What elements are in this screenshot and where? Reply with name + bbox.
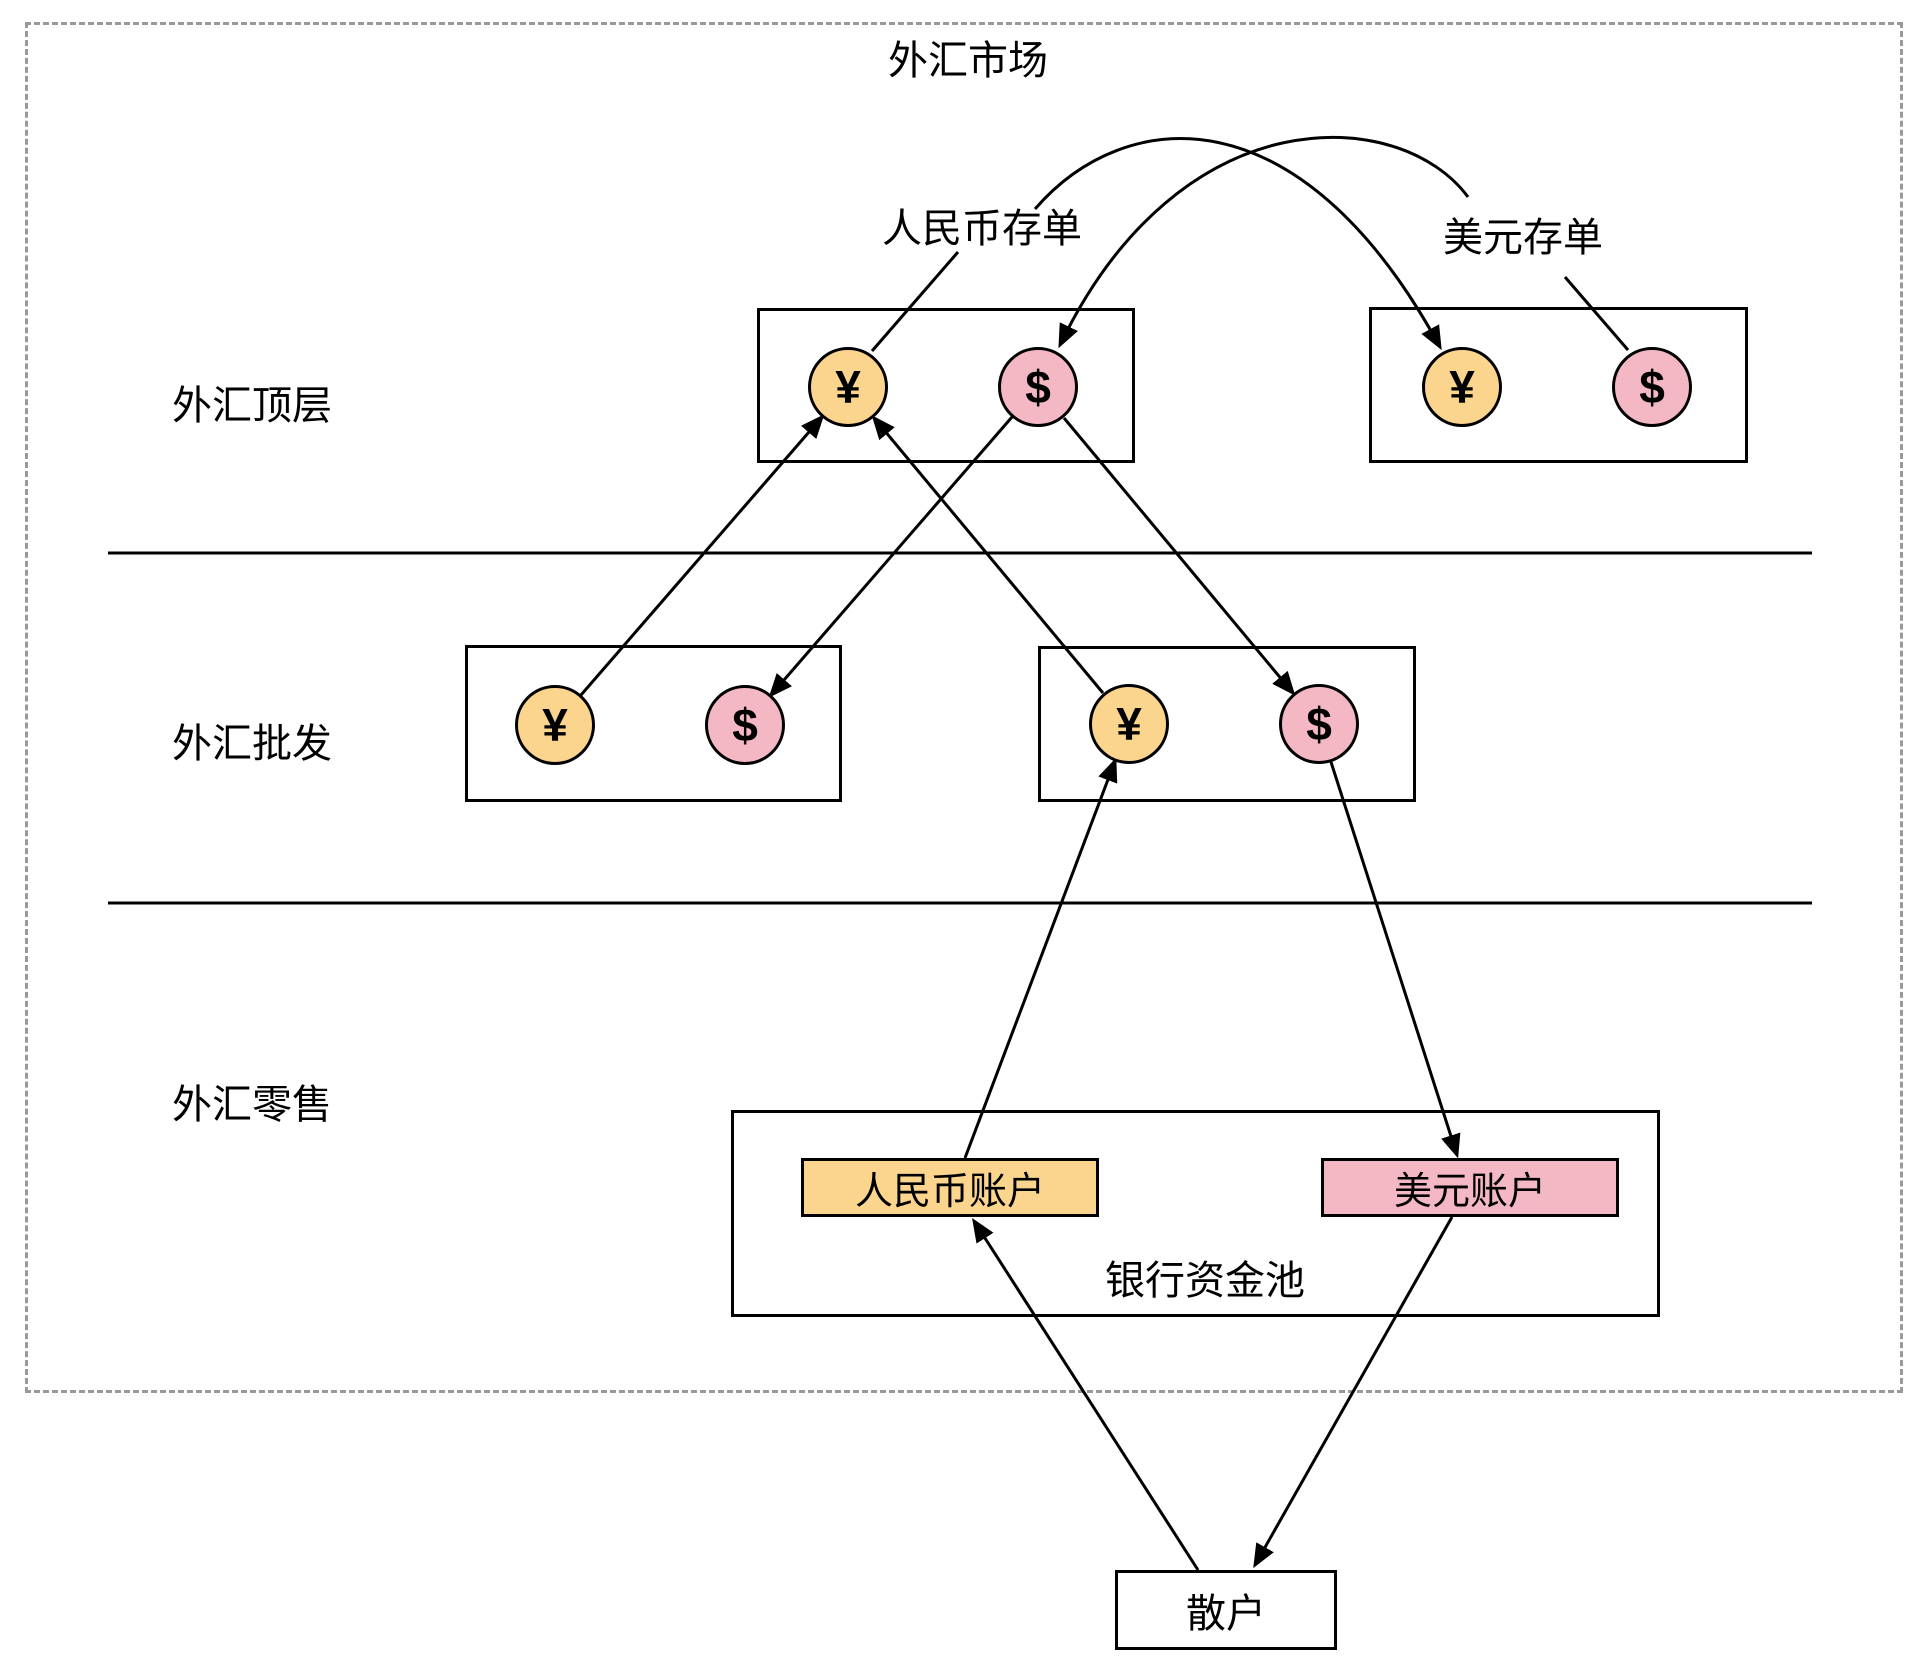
yuan-symbol: ¥ bbox=[542, 699, 568, 751]
retail-investor-box: 散户 bbox=[1115, 1570, 1337, 1650]
dollar-circle-wholesale-right: $ bbox=[1279, 684, 1359, 764]
bank-pool-label: 银行资金池 bbox=[1105, 1259, 1305, 1303]
yuan-circle-wholesale-right: ¥ bbox=[1089, 684, 1169, 764]
dollar-circle-wholesale-left: $ bbox=[705, 685, 785, 765]
dollar-circle-interbank-right: $ bbox=[1612, 347, 1692, 427]
layer-label-wholesale: 外汇批发 bbox=[172, 722, 332, 766]
yuan-symbol: ¥ bbox=[835, 361, 861, 413]
yuan-circle-interbank-left: ¥ bbox=[808, 347, 888, 427]
yuan-circle-wholesale-left: ¥ bbox=[515, 685, 595, 765]
retail-label: 散户 bbox=[1186, 1592, 1266, 1636]
dollar-symbol: $ bbox=[732, 699, 758, 751]
rmb-account-box: 人民币账户 bbox=[801, 1158, 1099, 1217]
label-usd-deposit: 美元存单 bbox=[1443, 216, 1603, 260]
usd-account-box: 美元账户 bbox=[1321, 1158, 1619, 1217]
label-rmb-deposit: 人民币存单 bbox=[882, 207, 1082, 251]
market-dashed-boundary bbox=[25, 22, 1903, 1393]
dollar-symbol: $ bbox=[1025, 361, 1051, 413]
layer-label-retail: 外汇零售 bbox=[172, 1083, 332, 1127]
yuan-symbol: ¥ bbox=[1116, 698, 1142, 750]
yuan-circle-interbank-right: ¥ bbox=[1422, 347, 1502, 427]
dollar-circle-interbank-left: $ bbox=[998, 347, 1078, 427]
diagram-title: 外汇市场 bbox=[888, 39, 1048, 83]
dollar-symbol: $ bbox=[1306, 698, 1332, 750]
dollar-symbol: $ bbox=[1639, 361, 1665, 413]
yuan-symbol: ¥ bbox=[1449, 361, 1475, 413]
layer-label-top: 外汇顶层 bbox=[172, 384, 332, 428]
